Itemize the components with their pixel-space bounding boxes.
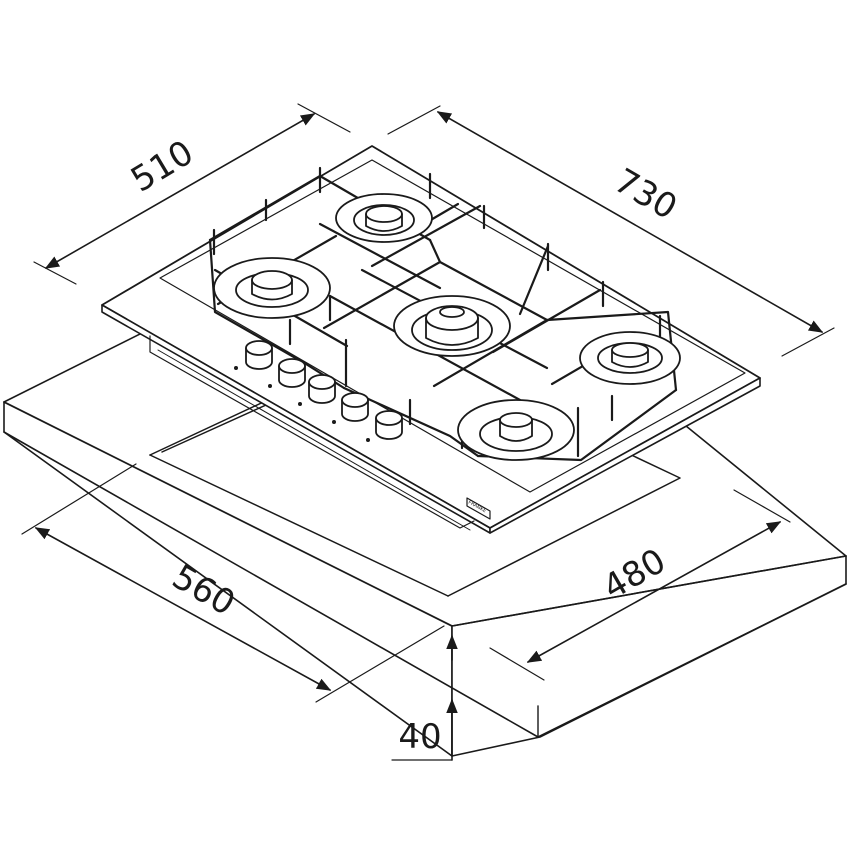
knob-1 bbox=[245, 340, 273, 370]
burner-center-wok bbox=[393, 295, 511, 357]
knob-4 bbox=[341, 392, 369, 422]
dimension-worktop-thickness: 40 bbox=[391, 634, 458, 761]
dimension-label-510: 510 bbox=[124, 133, 200, 201]
burner-right bbox=[579, 331, 681, 385]
control-knobs bbox=[245, 340, 403, 440]
knob-indicator-dots bbox=[234, 366, 370, 442]
burner-front bbox=[457, 399, 575, 461]
dimension-label-730: 730 bbox=[607, 161, 683, 228]
dimension-label-40: 40 bbox=[398, 717, 441, 757]
knob-5 bbox=[375, 410, 403, 440]
burner-left bbox=[213, 257, 331, 319]
knob-3 bbox=[308, 374, 336, 404]
burner-rear-center bbox=[335, 193, 433, 243]
knob-2 bbox=[278, 358, 306, 388]
